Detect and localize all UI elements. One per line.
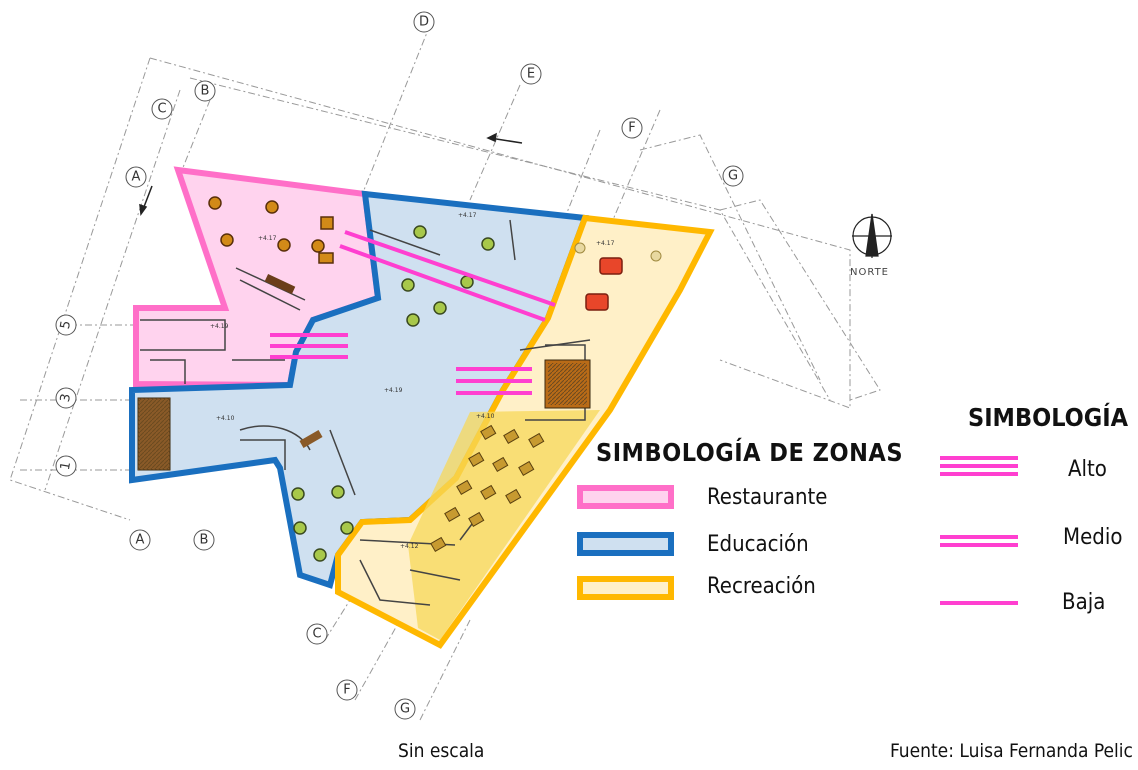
grid-circle-f-top <box>621 117 643 139</box>
classroom-desks <box>430 424 545 553</box>
table <box>340 521 354 535</box>
table <box>406 313 420 327</box>
north-arrow-icon <box>852 213 892 258</box>
table <box>331 485 345 499</box>
grid-circle-d-top <box>413 11 435 33</box>
stair-hatch-right <box>548 363 587 405</box>
grid-circle-1 <box>55 455 77 477</box>
grid-circle-g-bottom <box>394 698 416 720</box>
grid-label-f-bottom: F <box>343 683 350 698</box>
grid-circle-e-top <box>520 63 542 85</box>
grid-circle-b-top <box>194 80 216 102</box>
table <box>401 278 415 292</box>
table <box>265 200 279 214</box>
table <box>585 293 609 311</box>
direction-arrow <box>139 132 523 217</box>
level-mark: +4.17 <box>596 240 615 247</box>
table <box>291 487 305 501</box>
legend-lines-medio <box>940 535 1018 551</box>
recreation-tables <box>585 257 623 311</box>
legend-lines-alto <box>940 456 1018 480</box>
grid-label-3: 3 <box>58 393 74 404</box>
flow-bar-restaurant-high <box>344 230 556 307</box>
zone-recreacion-aulas <box>408 410 600 640</box>
grid-circle-b-bottom <box>193 529 215 551</box>
swatch-educacion <box>577 532 674 556</box>
level-mark: +4.10 <box>216 415 235 422</box>
swatch-restaurante <box>577 485 674 509</box>
table <box>481 237 495 251</box>
grid-circle-f-bottom <box>336 679 358 701</box>
grid-circle-a-left <box>125 166 147 188</box>
north-label: NORTE <box>850 267 889 278</box>
zones-legend-title: SIMBOLOGÍA DE ZONAS <box>596 438 904 467</box>
grid-label-e-top: E <box>527 67 535 82</box>
table <box>220 233 234 247</box>
table <box>413 225 427 239</box>
grid-circle-5 <box>55 314 77 336</box>
room-level-marks: +4.17 +4.17 +4.19 +4.10 +4.19 +4.17 +4.1… <box>210 212 615 550</box>
legend-label-restaurante: Restaurante <box>707 485 828 510</box>
swatch-recreacion <box>577 576 674 600</box>
level-mark: +4.10 <box>476 413 495 420</box>
grid-label-a-left: A <box>132 170 141 185</box>
restaurant-tables <box>208 196 334 264</box>
grid-label-b-top: B <box>201 84 210 99</box>
legend-label-medio: Medio <box>1063 525 1123 550</box>
education-tables <box>291 225 495 562</box>
table <box>318 252 334 264</box>
legend-label-baja: Baja <box>1062 590 1106 615</box>
grid-circle-c-bottom <box>306 623 328 645</box>
grid-label-g-bottom: G <box>400 702 410 717</box>
plan-flow-bars <box>270 230 556 395</box>
table <box>650 250 662 262</box>
grid-label-5: 5 <box>58 320 74 331</box>
grid-label-f-top: F <box>628 121 635 136</box>
legend-label-educacion: Educación <box>707 532 809 557</box>
grid-circle-g-top <box>722 165 744 187</box>
grid-label-b-bottom: B <box>200 533 209 548</box>
grid-circle-a-bottom <box>129 529 151 551</box>
grid-label-d-top: D <box>419 15 429 30</box>
construction-lines <box>9 24 881 721</box>
grid-circle-3 <box>55 387 77 409</box>
table <box>293 521 307 535</box>
source-note: Fuente: Luisa Fernanda Pelic <box>890 740 1133 762</box>
table <box>208 196 222 210</box>
table <box>433 301 447 315</box>
table <box>313 548 327 562</box>
level-mark: +4.17 <box>458 212 477 219</box>
table <box>574 242 586 254</box>
grid-label-c-top: C <box>157 102 166 117</box>
grid-label-g-top: G <box>728 169 738 184</box>
kitchen-counter <box>264 274 296 294</box>
table <box>320 216 334 230</box>
grid-label-a-bottom: A <box>136 533 145 548</box>
level-mark: +4.17 <box>258 235 277 242</box>
stair-hatch-left <box>138 398 170 470</box>
levels-legend-title: SIMBOLOGÍA <box>968 403 1128 432</box>
legend-label-alto: Alto <box>1068 457 1107 482</box>
table <box>277 238 291 252</box>
legend-lines-baja <box>940 601 1018 609</box>
scale-note: Sin escala <box>398 740 485 762</box>
grid-bubbles <box>55 11 744 720</box>
table <box>599 257 623 275</box>
level-mark: +4.12 <box>400 543 419 550</box>
grid-circle-c-top <box>151 98 173 120</box>
desk-block <box>299 430 323 448</box>
level-mark: +4.19 <box>384 387 403 394</box>
legend-label-recreacion: Recreación <box>707 574 816 599</box>
grid-label-1: 1 <box>58 461 74 472</box>
level-mark: +4.19 <box>210 323 229 330</box>
flow-bar-restaurant-high <box>339 244 546 322</box>
table <box>311 239 325 253</box>
grid-label-c-bottom: C <box>312 627 321 642</box>
